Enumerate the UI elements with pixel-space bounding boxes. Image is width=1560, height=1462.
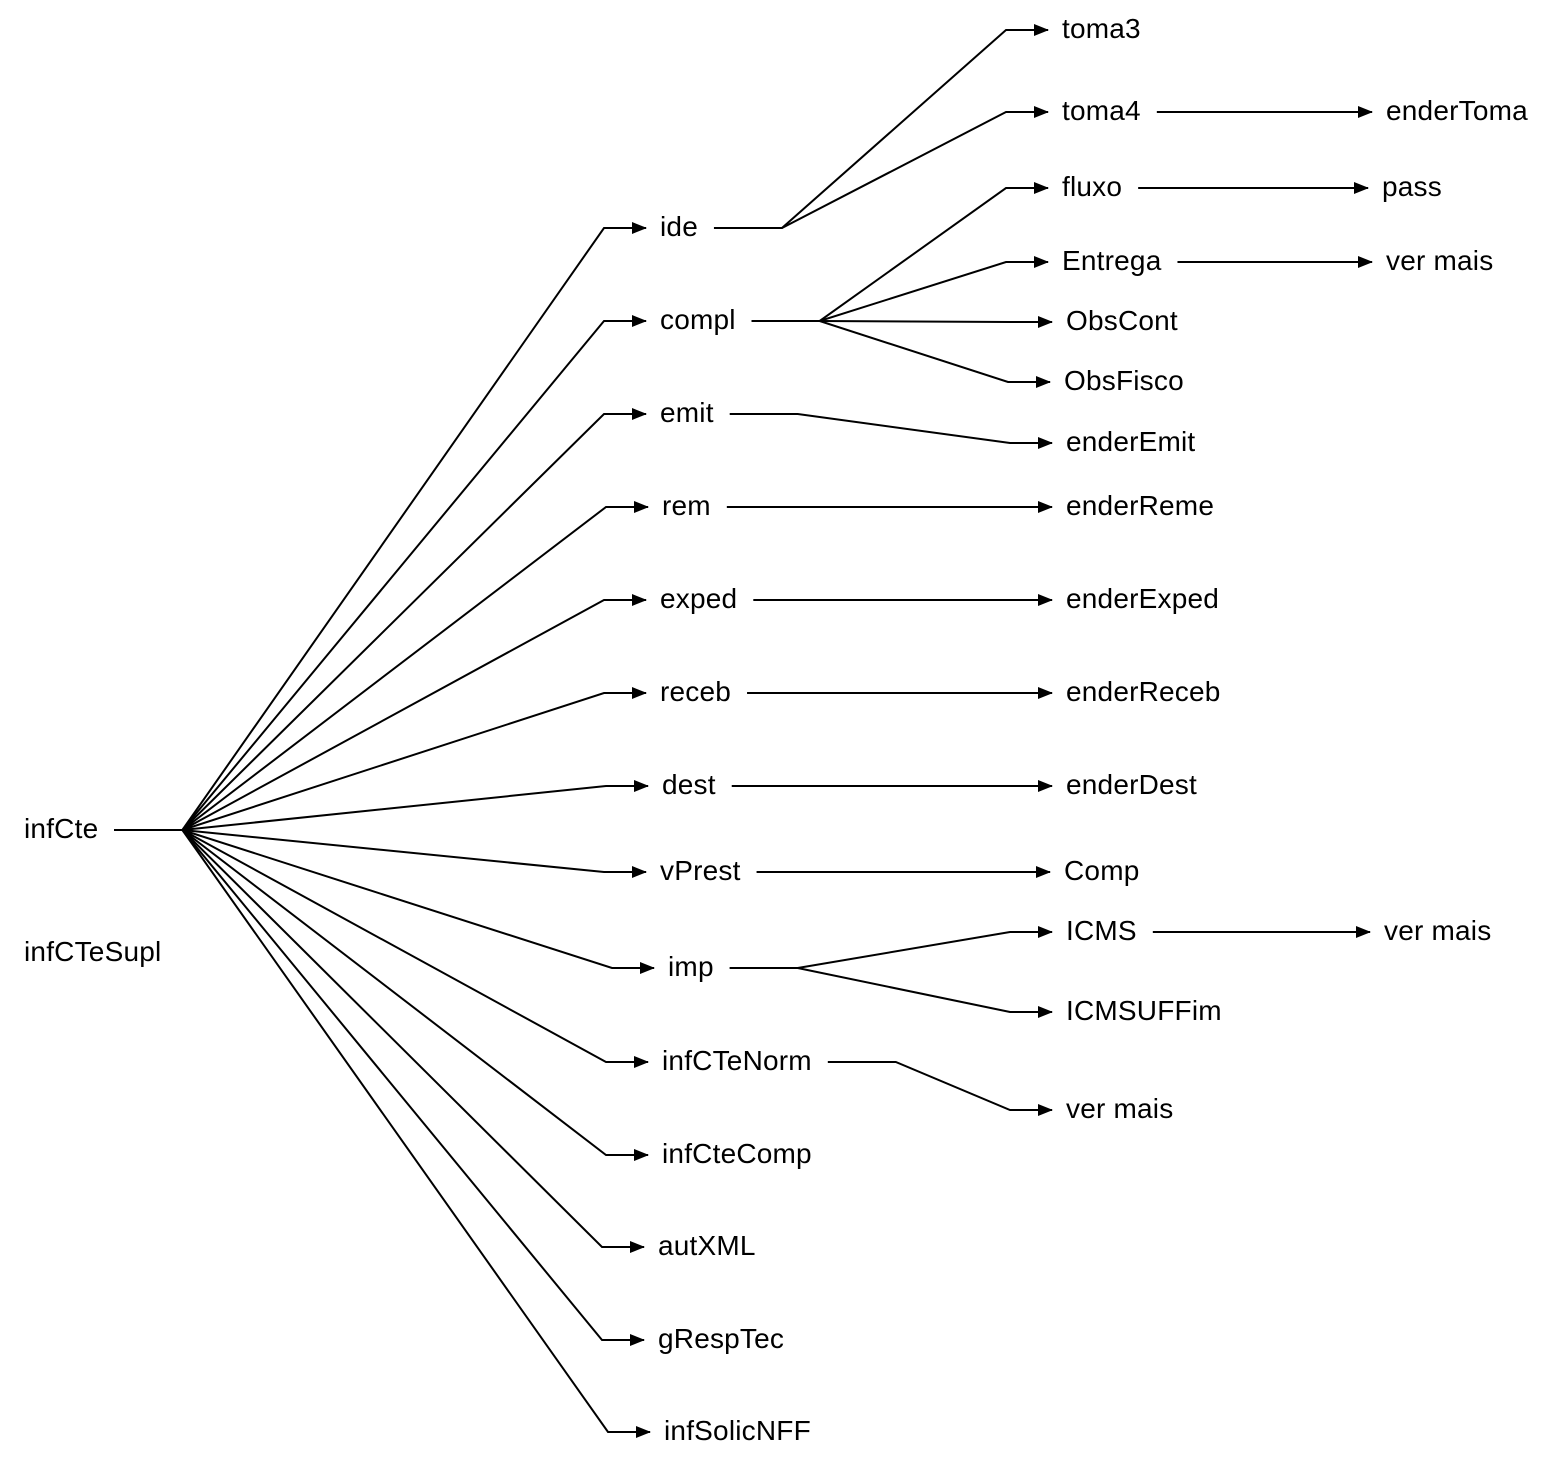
node-infctenorm: infCTeNorm xyxy=(662,1044,812,1076)
edge-infcte-rem xyxy=(114,501,649,831)
node-ver-mais-icms[interactable]: ver mais xyxy=(1384,914,1492,946)
edge-compl-obscont xyxy=(751,316,1053,328)
node-gresptec: gRespTec xyxy=(658,1322,785,1354)
node-compl: compl xyxy=(660,303,736,335)
edge-compl-entrega xyxy=(751,256,1049,322)
node-enderreme: enderReme xyxy=(1066,489,1215,521)
node-exped: exped xyxy=(660,582,738,614)
node-enderdest: enderDest xyxy=(1066,768,1197,800)
edge-infcte-gresptec xyxy=(114,829,645,1346)
node-vprest: vPrest xyxy=(660,854,741,886)
node-ver-mais-entrega[interactable]: ver mais xyxy=(1386,244,1494,276)
node-entrega: Entrega xyxy=(1062,244,1162,276)
edge-infcte-vprest xyxy=(114,829,647,878)
edge-infcte-receb xyxy=(114,687,647,831)
edge-ide-toma3 xyxy=(713,24,1049,229)
node-ide: ide xyxy=(660,210,698,242)
node-infctesupl: infCTeSupl xyxy=(24,935,162,967)
node-toma4: toma4 xyxy=(1062,94,1141,126)
node-autxml: autXML xyxy=(658,1229,756,1261)
node-emit: emit xyxy=(660,396,714,428)
edge-imp-icms xyxy=(729,926,1053,969)
node-enderexped: enderExped xyxy=(1066,582,1220,614)
edge-infcte-exped xyxy=(114,594,647,831)
edge-infcte-infctenorm xyxy=(114,829,649,1068)
node-ver-mais-norm[interactable]: ver mais xyxy=(1066,1092,1174,1124)
node-infctecomp: infCteComp xyxy=(662,1137,812,1169)
node-imp: imp xyxy=(668,950,714,982)
node-enderreceb: enderReceb xyxy=(1066,675,1221,707)
edge-imp-icmsuffim xyxy=(729,967,1053,1018)
edge-compl-fluxo xyxy=(751,182,1049,322)
edge-infcte-infctecomp xyxy=(114,829,649,1161)
edge-ide-toma4 xyxy=(713,106,1049,229)
node-comp: Comp xyxy=(1064,854,1140,886)
edge-infcte-ide xyxy=(114,222,647,831)
edge-infcte-compl xyxy=(114,315,647,831)
edge-emit-enderemit xyxy=(729,413,1053,449)
node-infsolicnff: infSolicNFF xyxy=(664,1414,811,1446)
edge-infcte-autxml xyxy=(114,829,645,1253)
node-icms: ICMS xyxy=(1066,914,1137,946)
edge-compl-obsfisco xyxy=(751,320,1051,388)
node-enderemit: enderEmit xyxy=(1066,425,1196,457)
edge-infcte-imp xyxy=(114,829,655,974)
node-infcte: infCte xyxy=(24,812,99,844)
node-endertoma: enderToma xyxy=(1386,94,1528,126)
edge-infcte-infsolicnff xyxy=(114,829,651,1438)
edge-infctenorm-ver-mais-norm xyxy=(827,1061,1053,1116)
node-rem: rem xyxy=(662,489,711,521)
tree-edge-lines xyxy=(114,24,1373,1438)
node-pass: pass xyxy=(1382,170,1442,202)
node-obsfisco: ObsFisco xyxy=(1064,364,1184,396)
edge-infcte-emit xyxy=(114,408,647,831)
node-fluxo: fluxo xyxy=(1062,170,1123,202)
node-receb: receb xyxy=(660,675,732,707)
node-icmsuffim: ICMSUFFim xyxy=(1066,994,1222,1026)
node-toma3: toma3 xyxy=(1062,12,1141,44)
node-obscont: ObsCont xyxy=(1066,304,1178,336)
node-dest: dest xyxy=(662,768,716,800)
edge-infcte-dest xyxy=(114,780,649,831)
